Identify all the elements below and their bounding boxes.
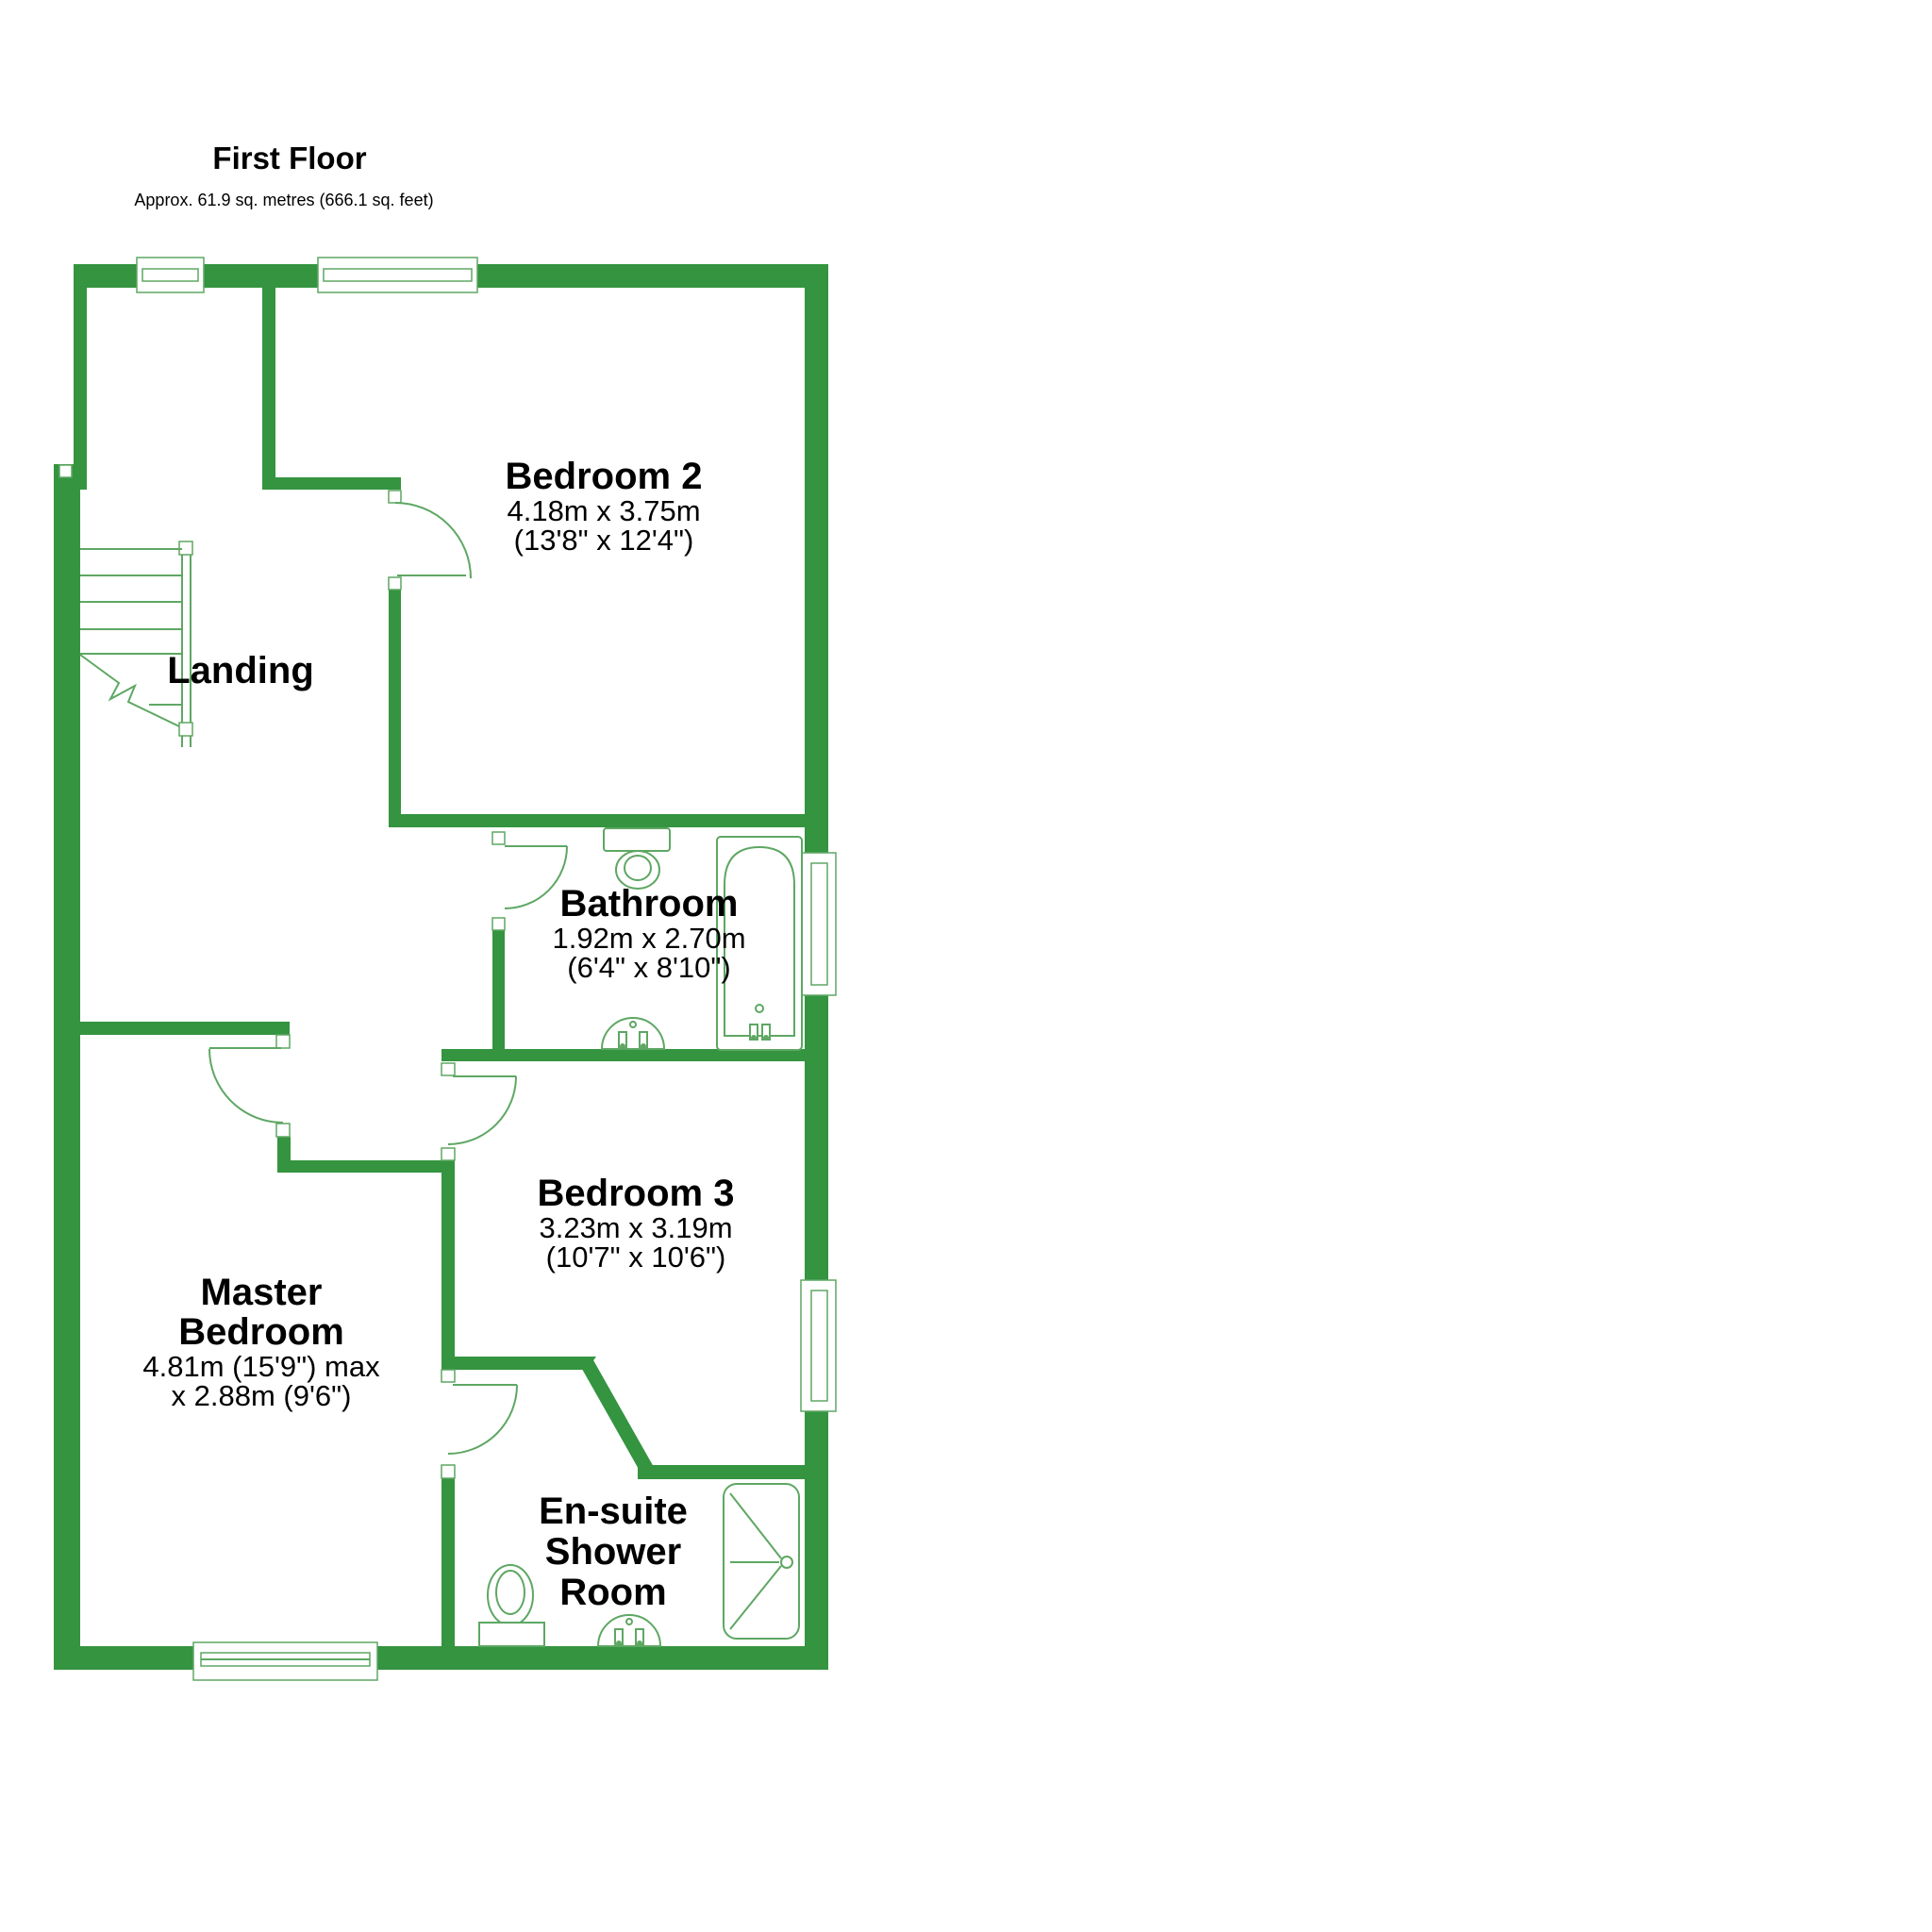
room-dims-metric: 4.18m x 3.75m [507, 494, 701, 527]
room-dims-imperial: (6'4" x 8'10") [567, 951, 731, 984]
door-bathroom [491, 831, 568, 931]
room-label-bathroom: Bathroom 1.92m x 2.70m (6'4" x 8'10") [552, 884, 745, 982]
shower [723, 1483, 800, 1640]
wall-bathroom-left [492, 930, 505, 1049]
wall-landing-bedroom2-lower [389, 590, 401, 827]
basin-ensuite [596, 1614, 662, 1647]
stairs-newel-bottom [178, 722, 193, 737]
wall-master-top [78, 1022, 290, 1035]
room-dims-imperial: (10'7" x 10'6") [545, 1241, 726, 1274]
wall-bedroom2-bathroom [389, 814, 805, 827]
basin-bathroom [600, 1017, 666, 1050]
toilet-bathroom [603, 827, 671, 890]
room-dims-metric: 3.23m x 3.19m [539, 1211, 733, 1244]
window-bathroom [800, 852, 837, 996]
toilet-ensuite [478, 1564, 545, 1647]
wall-bedroom3-ensuite [441, 1357, 596, 1370]
room-name: En-suite Shower Room [539, 1491, 688, 1613]
bathtub [716, 836, 803, 1051]
stairs-direction-arrow [79, 654, 180, 727]
room-label-master-bedroom: Master Bedroom 4.81m (15'9") max x 2.88m… [142, 1273, 379, 1410]
wall-ensuite-left [441, 1478, 455, 1646]
wall-landing-bedroom2 [262, 477, 401, 490]
room-name: Landing [167, 650, 314, 691]
wall-bedroom3-left [441, 1173, 455, 1357]
room-name: Master Bedroom [178, 1272, 344, 1353]
door-ensuite [441, 1369, 518, 1479]
wall-ensuite-top-right [638, 1465, 805, 1479]
wall-notch [58, 464, 73, 478]
room-dims-metric: 4.81m (15'9") max [142, 1350, 380, 1383]
page-subtitle: Approx. 61.9 sq. metres (666.1 sq. feet) [134, 191, 434, 209]
window-top-left [136, 257, 205, 293]
door-master-bedroom [208, 1034, 291, 1138]
room-dims-metric: 1.92m x 2.70m [552, 922, 746, 955]
room-label-bedroom3: Bedroom 3 3.23m x 3.19m (10'7" x 10'6") [538, 1174, 735, 1272]
wall-bathroom-bedroom3 [441, 1049, 805, 1061]
window-top-bedroom2 [317, 257, 478, 293]
room-name: Bedroom 3 [537, 1173, 735, 1214]
wall-corridor-master [277, 1160, 455, 1173]
wall-bedroom2-left [262, 288, 275, 490]
door-bedroom3 [441, 1062, 517, 1161]
wall-diagonal [579, 1357, 654, 1474]
interior-walls [78, 288, 805, 1646]
stairs [79, 541, 193, 747]
room-label-landing: Landing [167, 651, 314, 691]
room-name: Bathroom [559, 883, 739, 924]
window-bedroom3 [800, 1279, 837, 1412]
room-dims-imperial: x 2.88m (9'6") [171, 1379, 352, 1412]
room-name: Bedroom 2 [505, 456, 703, 497]
window-bottom-master [192, 1641, 378, 1681]
room-dims-imperial: (13'8" x 12'4") [513, 524, 694, 557]
room-label-ensuite: En-suite Shower Room [539, 1491, 688, 1613]
page-title: First Floor [212, 141, 367, 175]
room-label-bedroom2: Bedroom 2 4.18m x 3.75m (13'8" x 12'4") [506, 457, 703, 555]
door-bedroom2 [388, 490, 472, 591]
